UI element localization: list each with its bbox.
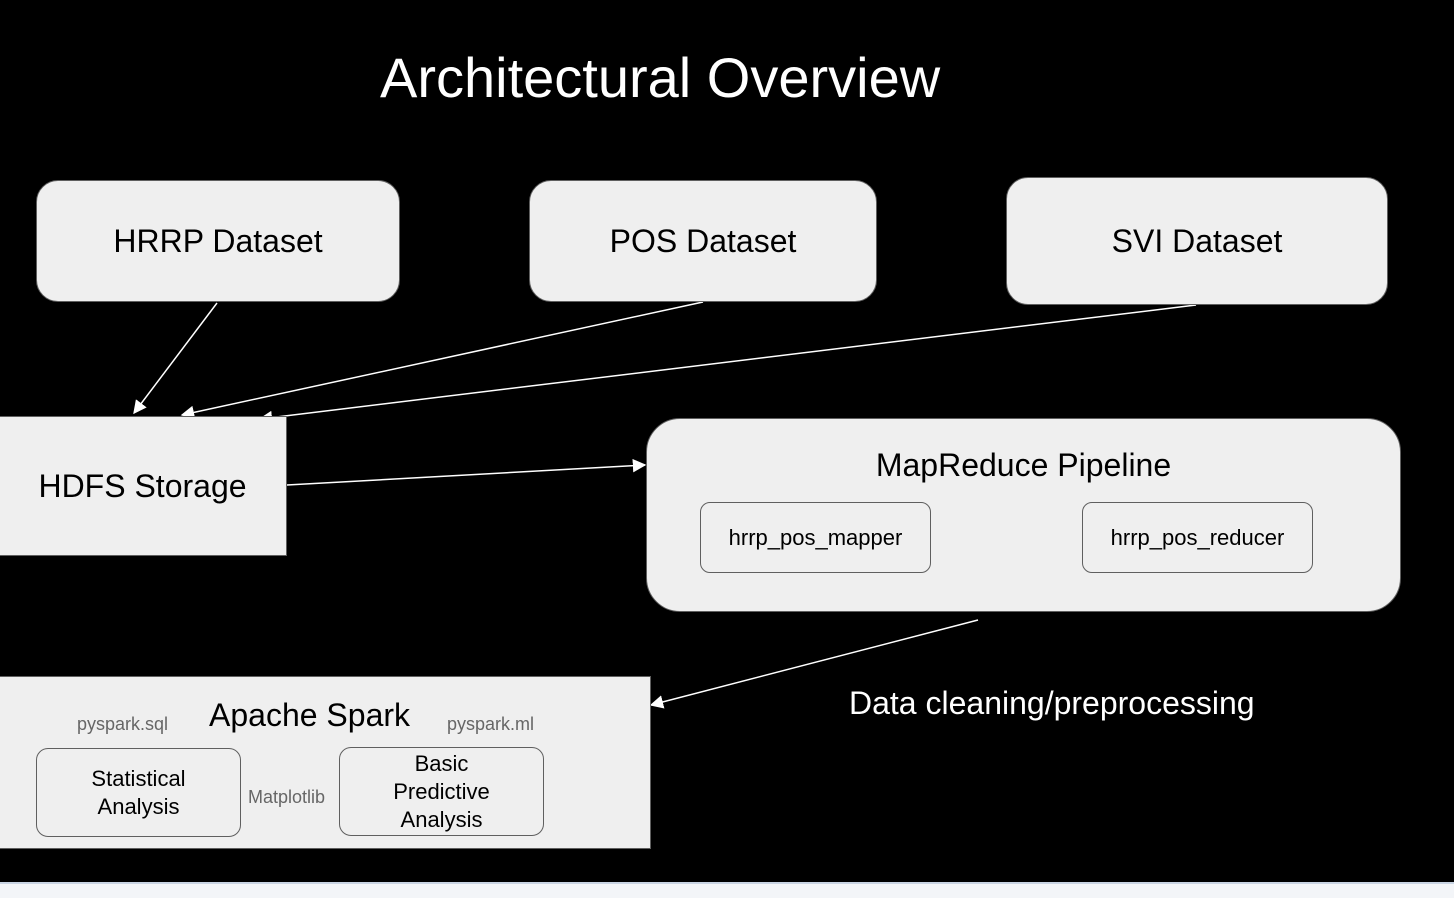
reducer-label: hrrp_pos_reducer [1110, 524, 1285, 550]
bottom-edge-strip [0, 882, 1454, 898]
pyspark-sql-label: pyspark.sql [77, 714, 169, 734]
matplotlib-label: Matplotlib [248, 787, 326, 807]
pyspark-ml-label: pyspark.ml [447, 714, 535, 734]
arrow-svi-to-hdfs [258, 304, 1197, 425]
apache-spark-box: Apache Spark pyspark.sql pyspark.ml Matp… [0, 676, 651, 849]
apache-spark-title: Apache Spark [209, 697, 411, 733]
pos-dataset-label: POS Dataset [609, 222, 797, 259]
predictive-analysis-label: Basic Predictive Analysis [393, 750, 490, 832]
mapper-box: hrrp_pos_mapper [700, 502, 931, 573]
mapper-label: hrrp_pos_mapper [728, 524, 903, 550]
mapreduce-pipeline-title: MapReduce Pipeline [875, 447, 1172, 483]
hdfs-storage-box: HDFS Storage [0, 416, 287, 556]
hdfs-storage-label: HDFS Storage [38, 467, 247, 504]
statistical-analysis-label: Statistical Analysis [91, 765, 186, 819]
arrow-hdfs-to-mapreduce [286, 458, 647, 486]
arrow-hrrp-to-hdfs [133, 302, 218, 415]
pos-dataset-box: POS Dataset [529, 180, 877, 302]
page-title: Architectural Overview [380, 46, 941, 109]
data-cleaning-note: Data cleaning/preprocessing [849, 685, 1255, 721]
statistical-analysis-box: Statistical Analysis [36, 748, 241, 837]
reducer-box: hrrp_pos_reducer [1082, 502, 1313, 573]
svi-dataset-label: SVI Dataset [1111, 222, 1283, 259]
hrrp-dataset-label: HRRP Dataset [113, 222, 323, 259]
predictive-analysis-box: Basic Predictive Analysis [339, 747, 544, 836]
mapreduce-pipeline-box: MapReduce Pipeline hrrp_pos_mapper hrrp_… [646, 418, 1401, 612]
arrow-pos-to-hdfs [180, 301, 704, 420]
svi-dataset-box: SVI Dataset [1006, 177, 1388, 305]
hrrp-dataset-box: HRRP Dataset [36, 180, 400, 302]
